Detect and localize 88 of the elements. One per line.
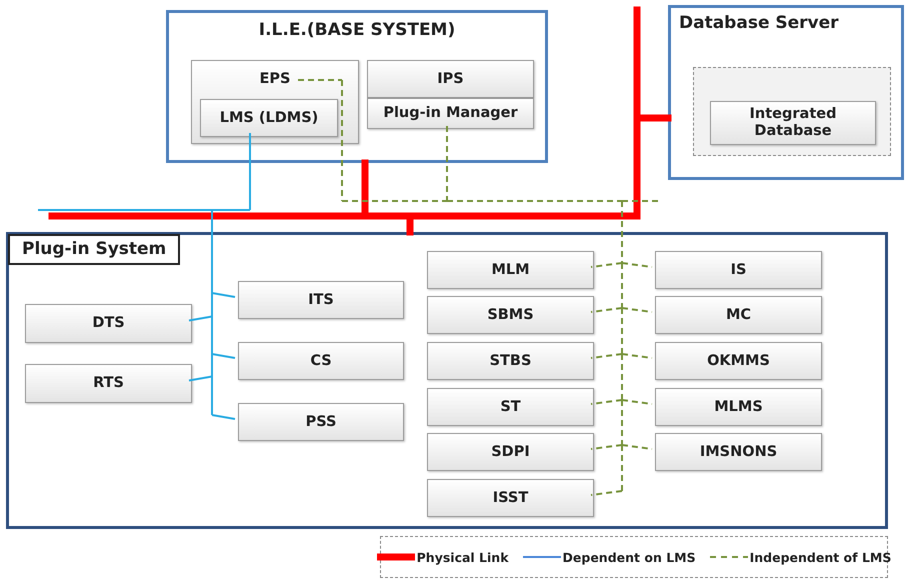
module-box	[655, 433, 822, 471]
module-label: Integrated Database	[748, 106, 838, 140]
module-label: SBMS	[487, 306, 534, 324]
module-box	[238, 281, 404, 319]
group-box	[693, 67, 891, 156]
frame-title: Database Server	[679, 14, 839, 34]
connector-line	[622, 262, 652, 268]
connector-line	[211, 293, 213, 316]
connector-line	[446, 126, 448, 201]
server-frame	[668, 5, 904, 180]
connector-line	[621, 308, 623, 354]
connector-line	[621, 354, 623, 400]
module-box	[655, 296, 822, 334]
module-box	[427, 433, 594, 471]
module-box	[25, 304, 192, 343]
module-label: MLM	[491, 262, 530, 278]
module-box	[238, 342, 404, 380]
legend-label: Independent of LMS	[750, 550, 892, 564]
connector-line	[590, 262, 622, 268]
module-label: ISST	[492, 490, 528, 506]
module-label: OKMMS	[707, 352, 770, 370]
module-label: ST	[500, 398, 521, 416]
module-label: ITS	[308, 292, 334, 308]
connector-line	[249, 133, 251, 210]
module-box	[710, 101, 876, 145]
connector-line	[622, 200, 660, 202]
legend-label: Physical Link	[416, 550, 509, 564]
connector-line	[590, 399, 622, 405]
connector-line	[298, 79, 342, 81]
connector-line	[622, 307, 652, 313]
connector-line	[211, 210, 213, 293]
connector-line	[622, 399, 652, 405]
module-label: MLMS	[714, 398, 763, 416]
module-label: Plug-in Manager	[383, 105, 518, 122]
module-box	[427, 296, 594, 334]
module-box	[367, 98, 534, 129]
module-box	[427, 342, 594, 380]
module-box	[200, 99, 338, 137]
system-frame	[6, 232, 888, 529]
module-box	[25, 364, 192, 403]
module-box	[367, 60, 534, 98]
module-box	[427, 251, 594, 289]
module-label: RTS	[93, 375, 124, 392]
connector-line	[622, 353, 652, 359]
connector-line	[621, 445, 623, 491]
connector-line	[590, 490, 622, 496]
connector-line	[341, 80, 343, 201]
module-label: STBS	[490, 352, 532, 370]
system-frame	[166, 10, 548, 163]
module-label: MC	[726, 306, 752, 324]
module-box	[427, 479, 594, 517]
connector-line	[590, 307, 622, 313]
connector-line	[188, 316, 212, 322]
connector-line	[211, 316, 213, 354]
module-label: IPS	[437, 70, 464, 88]
connector-line	[621, 400, 623, 445]
frame-title: Plug-in System	[8, 234, 180, 265]
connector-line	[621, 263, 623, 308]
module-label: CS	[310, 352, 332, 370]
legend-label: Dependent on LMS	[562, 550, 696, 564]
module-label: DTS	[92, 315, 125, 332]
connector-line	[590, 444, 622, 450]
connector-line	[212, 292, 236, 298]
module-box	[655, 388, 822, 426]
module-label: LMS (LDMS)	[220, 110, 318, 126]
connector-line	[622, 444, 652, 450]
module-label: SDPI	[491, 444, 530, 460]
frame-title: I.L.E.(BASE SYSTEM)	[258, 21, 456, 41]
module-label: PSS	[306, 414, 336, 430]
connector-line	[447, 200, 622, 202]
module-box	[191, 60, 359, 144]
connector-line	[211, 354, 213, 376]
module-box	[655, 251, 822, 289]
connector-line	[212, 353, 236, 359]
module-label: EPS	[260, 71, 290, 88]
module-label: IS	[730, 262, 746, 278]
connector-line	[38, 209, 212, 211]
connector-line	[621, 201, 623, 263]
connector-line	[590, 353, 622, 359]
connector-line	[212, 209, 250, 211]
connector-line	[342, 200, 447, 202]
connector-line	[211, 376, 213, 415]
module-box	[238, 403, 404, 441]
connector-line	[188, 376, 212, 382]
module-box	[427, 388, 594, 426]
module-label: IMSNONS	[700, 444, 778, 460]
module-box	[655, 342, 822, 380]
connector-line	[212, 414, 236, 420]
